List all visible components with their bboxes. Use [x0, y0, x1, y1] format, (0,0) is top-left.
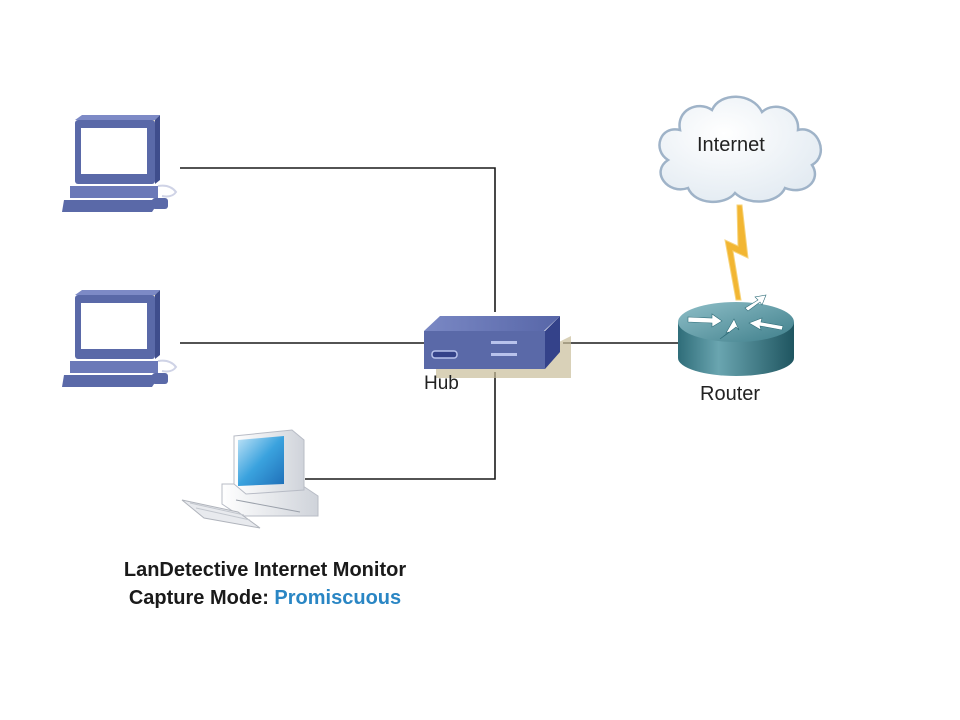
link-workstation-1-hub [180, 167, 496, 312]
capture-mode-value: Promiscuous [274, 587, 402, 609]
workstation-icon[interactable] [62, 290, 178, 387]
cloud-icon [658, 95, 823, 204]
lightning-link-icon [724, 204, 749, 301]
capture-mode-label: Capture Mode: [128, 587, 275, 609]
router-icon[interactable] [678, 294, 794, 376]
hub-label: Hub [424, 373, 459, 394]
link-monitor-pc-hub [305, 372, 496, 480]
hub-icon[interactable] [424, 316, 571, 378]
router-label: Router [700, 383, 761, 405]
caption-capture-mode: Capture Mode: Promiscuous [60, 587, 470, 610]
internet-label: Internet [697, 134, 765, 156]
desktop-pc-icon[interactable] [181, 429, 319, 529]
workstation-icon[interactable] [62, 115, 178, 212]
caption-title: LanDetective Internet Monitor [123, 559, 407, 581]
